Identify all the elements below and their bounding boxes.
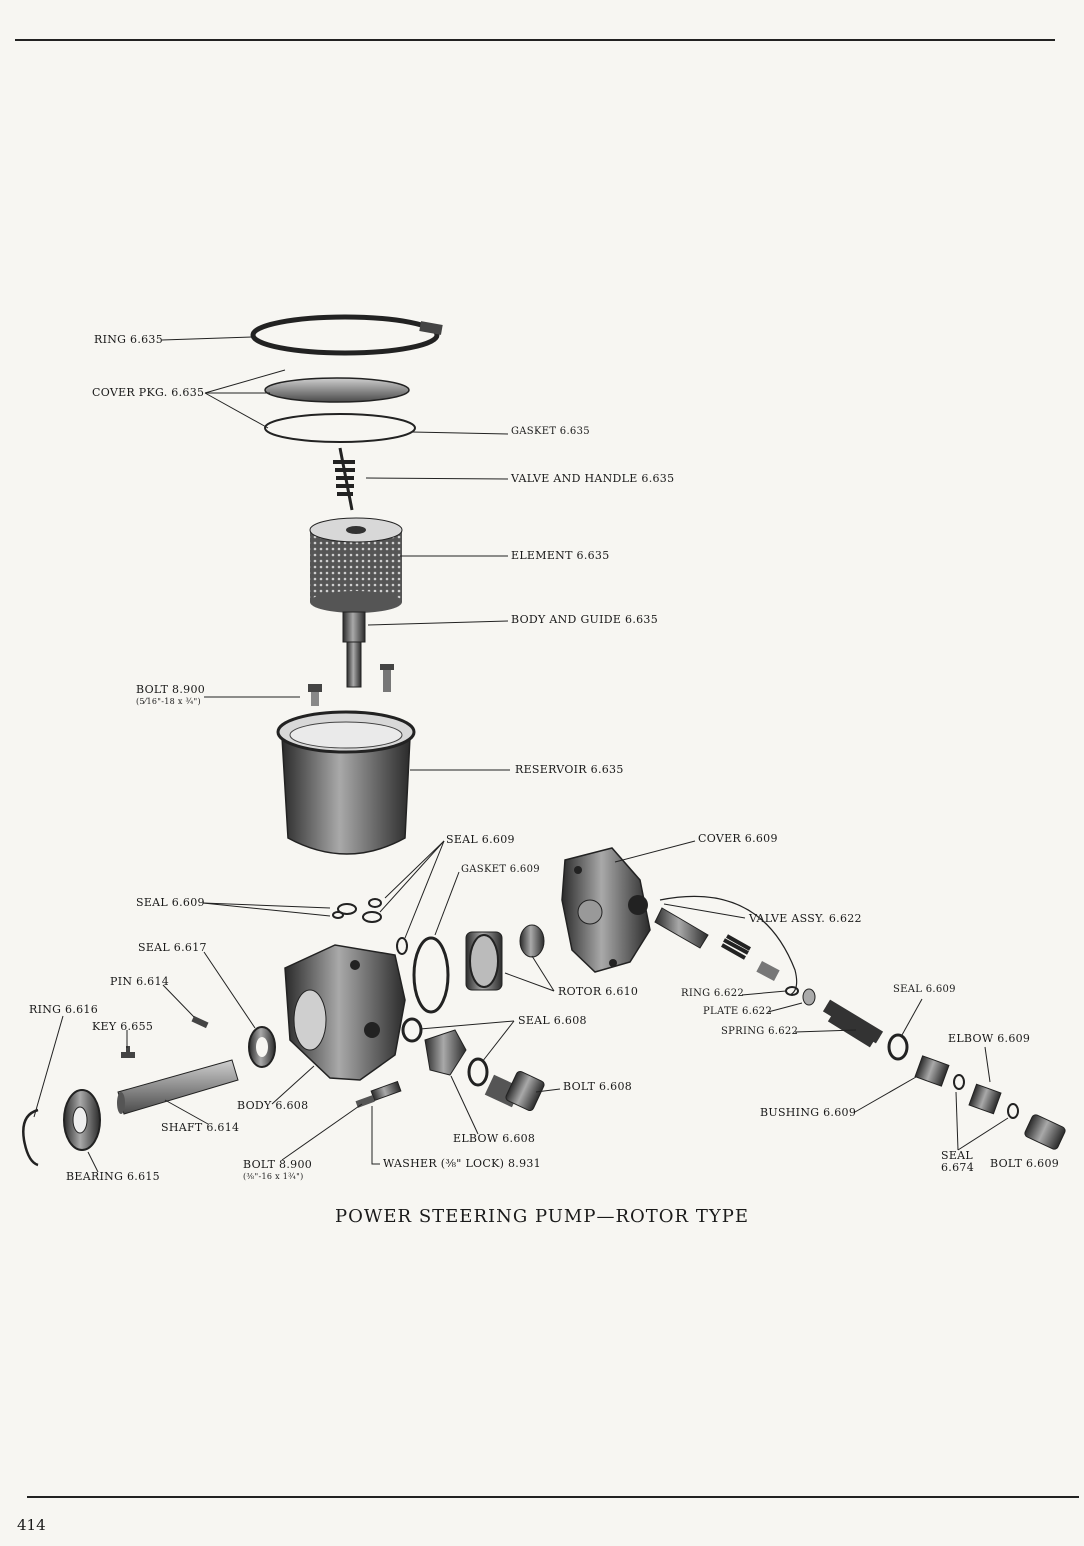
small-seals — [332, 898, 408, 955]
seal-6608-rings — [401, 1017, 489, 1087]
label-bolt-8900-a: BOLT 8.900 — [136, 683, 206, 696]
label-bushing-6609: BUSHING 6.609 — [760, 1106, 857, 1119]
bushing-part — [914, 1055, 950, 1087]
label-body-guide: BODY AND GUIDE 6.635 — [511, 613, 659, 626]
pump-body-part — [284, 944, 406, 1081]
ring-clamp-part — [250, 314, 443, 356]
shaft-part — [117, 1059, 239, 1115]
right-elbow-bolt-part — [953, 1074, 1066, 1150]
figure-caption: POWER STEERING PUMP—ROTOR TYPE — [335, 1206, 749, 1227]
label-elbow-6608: ELBOW 6.608 — [453, 1132, 536, 1145]
seal-right-part — [887, 1033, 909, 1061]
pump-cover-part — [561, 847, 651, 973]
gasket-part — [264, 413, 416, 443]
elbow-6608-part — [424, 1029, 467, 1076]
bottom-rule — [27, 1496, 1079, 1498]
snap-ring-part — [22, 1108, 39, 1167]
label-gasket-6635: GASKET 6.635 — [511, 426, 590, 437]
label-reservoir: RESERVOIR 6.635 — [515, 763, 624, 776]
pin-part — [191, 1015, 209, 1029]
label-ring-6635: RING 6.635 — [94, 333, 164, 346]
label-elbow-6609: ELBOW 6.609 — [948, 1032, 1031, 1045]
label-spring-6622: SPRING 6.622 — [721, 1026, 799, 1037]
reservoir-part — [276, 710, 416, 855]
valve-handle-part — [333, 447, 355, 511]
cover-part — [264, 377, 410, 403]
label-shaft-6614: SHAFT 6.614 — [161, 1121, 240, 1134]
gasket-large-part — [412, 936, 450, 1014]
label-washer: WASHER (⅜" LOCK) 8.931 — [383, 1157, 541, 1170]
label-cover-pkg: COVER PKG. 6.635 — [92, 386, 205, 399]
label-seal-6609-top: SEAL 6.609 — [446, 833, 515, 846]
label-bolt-6608: BOLT 6.608 — [563, 1080, 633, 1093]
label-seal-6608: SEAL 6.608 — [518, 1014, 587, 1027]
bearing-part — [63, 1089, 101, 1151]
ring-plate-spring-part — [785, 986, 884, 1048]
label-seal-6674-num: 6.674 — [941, 1161, 974, 1174]
label-valve-handle: VALVE AND HANDLE 6.635 — [511, 472, 675, 485]
body-guide-part — [342, 611, 394, 692]
label-ring-6622: RING 6.622 — [681, 988, 745, 999]
label-body-6608: BODY 6.608 — [237, 1099, 309, 1112]
bolt-washer-part — [355, 1080, 402, 1108]
key-part — [121, 1046, 135, 1058]
leader-lines — [33, 336, 1009, 1173]
label-pin-6614: PIN 6.614 — [110, 975, 170, 988]
label-seal-6609-right: SEAL 6.609 — [893, 984, 956, 995]
rotor-part — [465, 924, 545, 991]
label-valve-assy: VALVE ASSY. 6.622 — [749, 912, 862, 925]
label-gasket-6609: GASKET 6.609 — [461, 864, 540, 875]
label-bolt-8900-a-size: (5⁄16"-18 x ¾") — [136, 697, 201, 706]
label-element: ELEMENT 6.635 — [511, 549, 610, 562]
label-rotor-6610: ROTOR 6.610 — [558, 985, 639, 998]
label-bearing-6615: BEARING 6.615 — [66, 1170, 160, 1183]
page-number: 414 — [17, 1516, 46, 1534]
label-bolt-6609: BOLT 6.609 — [990, 1157, 1060, 1170]
label-plate-6622: PLATE 6.622 — [703, 1006, 773, 1017]
top-rule — [15, 39, 1055, 41]
label-bolt-8900-b-size: (⅜"-16 x 1¾") — [243, 1172, 304, 1181]
seal-6617-part — [248, 1026, 276, 1068]
label-ring-6616: RING 6.616 — [29, 1003, 99, 1016]
bolt-6608-part — [484, 1070, 545, 1112]
label-seal-6674: SEAL — [941, 1149, 974, 1162]
label-cover-6609: COVER 6.609 — [698, 832, 778, 845]
label-bolt-8900-b: BOLT 8.900 — [243, 1158, 313, 1171]
label-key-6655: KEY 6.655 — [92, 1020, 154, 1033]
label-seal-6609-left: SEAL 6.609 — [136, 896, 205, 909]
label-seal-6617: SEAL 6.617 — [138, 941, 207, 954]
filter-element-part — [309, 517, 403, 613]
bolt-small-part — [308, 684, 322, 706]
